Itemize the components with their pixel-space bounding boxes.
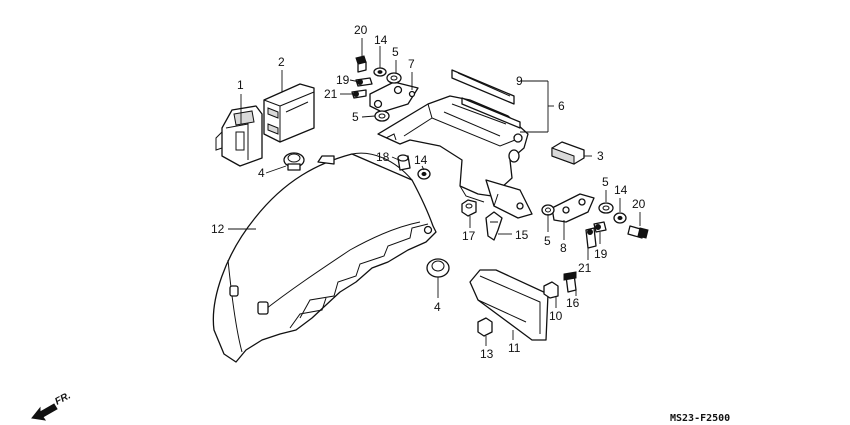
nut-17 xyxy=(461,199,477,217)
label-20-right: 20 xyxy=(632,197,646,211)
nut-5-far-right xyxy=(598,202,614,214)
label-8: 8 xyxy=(560,241,567,255)
nut-5-mid xyxy=(374,110,390,122)
nut-10 xyxy=(543,281,559,299)
plate-11 xyxy=(469,269,549,341)
collar-18 xyxy=(397,154,411,171)
grommet-4-upper xyxy=(283,152,305,171)
washer-14-mid xyxy=(417,168,431,180)
bolt-16 xyxy=(563,271,577,293)
label-7: 7 xyxy=(408,57,415,71)
washer-14-top xyxy=(373,67,387,77)
label-18: 18 xyxy=(376,150,390,164)
label-4-lower: 4 xyxy=(434,300,441,314)
nut-5-top xyxy=(386,72,402,84)
screw-21-top xyxy=(351,89,367,99)
label-13: 13 xyxy=(480,347,494,361)
front-direction-indicator: FR. xyxy=(31,390,73,421)
label-5-mid: 5 xyxy=(352,110,359,124)
label-6: 6 xyxy=(558,99,565,113)
screw-21-right xyxy=(585,227,597,249)
diagram-code: MS23-F2500 xyxy=(670,413,730,424)
front-label: FR. xyxy=(53,390,72,407)
label-19-top: 19 xyxy=(336,73,350,87)
rear-fender xyxy=(212,152,437,363)
plate-8 xyxy=(551,193,595,223)
nut-5-right xyxy=(541,204,555,216)
label-12: 12 xyxy=(211,222,225,236)
label-15: 15 xyxy=(515,228,529,242)
nut-13 xyxy=(477,317,493,337)
label-21-right: 21 xyxy=(578,261,592,275)
bolt-20-top xyxy=(355,55,367,73)
rear-bracket-6 xyxy=(377,95,533,219)
bolt-20-right xyxy=(627,225,649,239)
part-3-block xyxy=(551,141,585,165)
label-19-right: 19 xyxy=(594,247,608,261)
label-14-right: 14 xyxy=(614,183,628,197)
label-20-top: 20 xyxy=(354,23,368,37)
part-labels: 1 2 3 4 4 5 5 5 5 6 7 8 9 10 11 12 13 14… xyxy=(211,23,646,361)
front-arrow-icon xyxy=(31,403,58,421)
label-2: 2 xyxy=(278,55,285,69)
label-5-far-right: 5 xyxy=(602,175,609,189)
label-21-top: 21 xyxy=(324,87,338,101)
plate-7 xyxy=(369,81,419,113)
label-5-right: 5 xyxy=(544,234,551,248)
screw-19-right xyxy=(593,221,607,233)
label-4-upper: 4 xyxy=(258,166,265,180)
part-2-box xyxy=(263,83,315,143)
label-1: 1 xyxy=(237,78,244,92)
part-1-box xyxy=(215,105,263,167)
grommet-4-lower xyxy=(426,258,450,278)
label-14-mid: 14 xyxy=(414,153,428,167)
screw-19-top xyxy=(355,77,373,87)
label-14-top: 14 xyxy=(374,33,388,47)
washer-14-right xyxy=(613,212,627,224)
clip-15 xyxy=(485,211,503,241)
rubber-pads-9 xyxy=(451,69,521,129)
label-10: 10 xyxy=(549,309,563,323)
label-3: 3 xyxy=(597,149,604,163)
label-17: 17 xyxy=(462,229,476,243)
label-5-top: 5 xyxy=(392,45,399,59)
label-11: 11 xyxy=(508,341,521,355)
label-9: 9 xyxy=(516,74,523,88)
label-16: 16 xyxy=(566,296,580,310)
leader-lines xyxy=(228,38,641,346)
